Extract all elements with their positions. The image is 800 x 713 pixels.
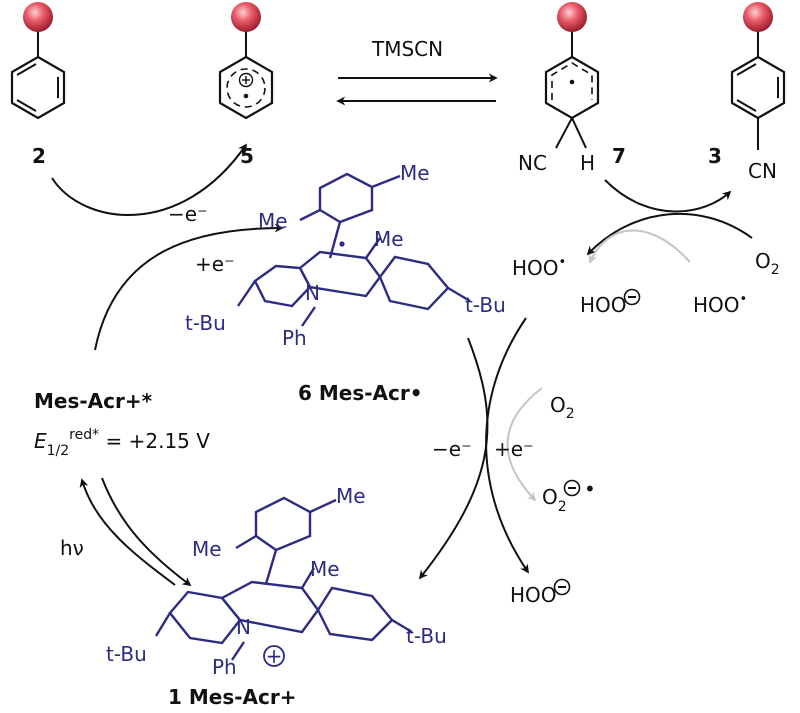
- substituent-sphere: [231, 2, 261, 32]
- n-lower: N: [236, 615, 251, 639]
- minus-circle-icon: [623, 288, 641, 306]
- hoo-radical-right: HOO•: [693, 292, 747, 317]
- o2-mid: O2: [550, 393, 575, 422]
- tmscn-label: TMSCN: [371, 37, 443, 61]
- compound-7: NC H 7: [518, 2, 626, 175]
- superoxide: O2: [542, 485, 567, 515]
- tbu-upper-left: t-Bu: [185, 311, 226, 335]
- hoo-anion-top: HOO: [580, 293, 627, 317]
- tbu-lower-right: t-Bu: [406, 624, 447, 648]
- compound-2: 2: [10, 2, 66, 168]
- excited-state-label: Mes-Acr+*: [34, 389, 153, 413]
- substituent-sphere: [23, 2, 53, 32]
- compound-5: 5: [218, 2, 274, 168]
- ph-upper: Ph: [282, 326, 307, 350]
- hv-label: hν: [60, 536, 84, 560]
- svg-text:+: +: [266, 644, 283, 668]
- me-upper-para: Me: [400, 161, 430, 185]
- plus-circle-icon: +: [263, 644, 285, 668]
- catalyst-6-structure: Me Me Me t-Bu t-Bu N Ph: [185, 161, 506, 350]
- substituent-sphere: [743, 2, 773, 32]
- hoo-radical-left: HOO•: [512, 255, 566, 280]
- ph-lower: Ph: [212, 655, 237, 679]
- substituent-sphere: [557, 2, 587, 32]
- me-lower-c4: Me: [310, 557, 340, 581]
- h-atom: H: [580, 151, 595, 175]
- catalyst-6-label: 6 Mes-Acr•: [298, 381, 423, 405]
- hoo-anion-bottom: HOO: [510, 583, 557, 607]
- catalyst-1-structure: Me Me Me t-Bu t-Bu N Ph +: [106, 484, 447, 679]
- me-upper-ortho: Me: [258, 209, 288, 233]
- oxidation-label-top: −e⁻: [168, 202, 208, 226]
- reduction-label-top: +e⁻: [195, 252, 235, 276]
- nc-group: NC: [518, 151, 547, 175]
- me-lower-para: Me: [336, 484, 366, 508]
- n-upper: N: [305, 281, 320, 305]
- superoxide-radical-dot: •: [584, 477, 596, 501]
- minus-circle-icon: [553, 578, 571, 596]
- compound-2-label: 2: [32, 144, 46, 168]
- tmscn-equilibrium: TMSCN: [336, 37, 498, 106]
- top-left-electron-transfer: −e⁻ +e⁻: [51, 143, 284, 351]
- oxidation-label-mid: −e⁻: [432, 437, 472, 461]
- compound-3-label: 3: [708, 144, 722, 168]
- middle-electron-transfer: −e⁻ +e⁻ O2 O2 • HOO: [418, 317, 596, 607]
- tbu-upper-right: t-Bu: [465, 293, 506, 317]
- photoexcitation-equilibrium: hν: [60, 477, 192, 587]
- compound-7-label: 7: [612, 144, 626, 168]
- catalyst-1-label: 1 Mes-Acr+: [168, 685, 297, 709]
- compound-3: 3 CN: [708, 2, 786, 183]
- reduction-label-mid: +e⁻: [494, 437, 534, 461]
- top-right-cycle: O2 HOO• HOO HOO•: [512, 179, 780, 317]
- cn-group: CN: [748, 159, 777, 183]
- tbu-lower-left: t-Bu: [106, 642, 147, 666]
- minus-circle-icon: [563, 479, 581, 497]
- o2-top: O2: [755, 249, 780, 278]
- compound-5-label: 5: [240, 144, 254, 168]
- me-upper-c4: Me: [374, 227, 404, 251]
- me-lower-ortho: Me: [192, 537, 222, 561]
- reduction-potential: E1/2red* = +2.15 V: [34, 427, 210, 459]
